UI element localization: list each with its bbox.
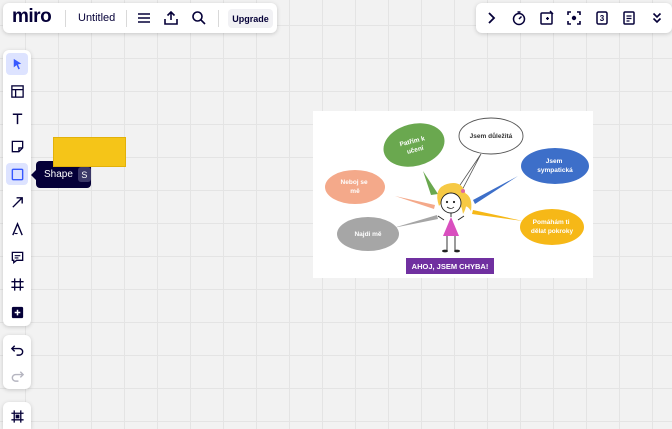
- collapse-button[interactable]: [646, 7, 668, 29]
- cursor-arrow-icon: [13, 58, 21, 69]
- gray-bubble-text: Najdi mě: [354, 231, 381, 238]
- shortcut-key: S: [77, 167, 91, 182]
- sticky-note-tool[interactable]: [6, 135, 28, 157]
- top-left-toolbar: miro Untitled Upgrade: [3, 3, 277, 33]
- blue-bubble: [521, 148, 589, 184]
- menu-button[interactable]: [133, 7, 155, 29]
- export-button[interactable]: [160, 7, 182, 29]
- frame-hash-icon: [10, 277, 24, 291]
- reactions-button[interactable]: [536, 7, 558, 29]
- layout-template-icon: [10, 84, 24, 98]
- sticky-note-icon: [11, 140, 23, 152]
- notes-button[interactable]: [618, 7, 640, 29]
- tooltip-arrow: [31, 170, 36, 180]
- salmon-bubble-text: Neboj se mě: [341, 179, 370, 195]
- board-title[interactable]: Untitled: [78, 12, 116, 24]
- salmon-bubble: [325, 170, 385, 204]
- gray-bubble: [337, 217, 399, 251]
- history-toolbar: [3, 335, 31, 389]
- frames-button[interactable]: [6, 405, 28, 427]
- plus-square-icon: [11, 306, 23, 318]
- sticky-add-icon: [540, 10, 554, 25]
- hamburger-icon: [138, 13, 150, 23]
- yellow-bubble-tail: [472, 210, 523, 221]
- divider: [126, 10, 127, 27]
- green-bubble: [383, 123, 445, 167]
- girl-character: [437, 183, 472, 253]
- pen-tool[interactable]: [6, 218, 28, 240]
- document-icon: [623, 11, 635, 25]
- focus-frame-icon: [567, 11, 581, 25]
- search-icon: [192, 11, 206, 25]
- chevron-right-icon: [488, 12, 496, 24]
- comment-icon: [11, 251, 23, 264]
- upload-icon: [164, 10, 178, 25]
- select-tool[interactable]: [6, 53, 28, 75]
- redo-icon: [11, 370, 24, 382]
- blue-bubble-text: Jsem sympatická: [537, 158, 573, 174]
- miro-logo[interactable]: miro: [12, 6, 52, 27]
- timer-icon: [512, 11, 526, 26]
- title-banner: [406, 258, 494, 274]
- tooltip-label: Shape: [44, 169, 73, 180]
- more-apps-tool[interactable]: [6, 301, 28, 323]
- square-shape-icon: [11, 168, 23, 180]
- redo-button[interactable]: [6, 364, 28, 386]
- divider: [65, 10, 66, 27]
- yellow-rectangle-shape[interactable]: [53, 137, 126, 167]
- comment-tool[interactable]: [6, 246, 28, 268]
- notifications-button[interactable]: 3: [591, 7, 613, 29]
- poster-illustration: Patřím k učení Jsem důležitá Jsem sympat…: [325, 117, 589, 274]
- shape-tool[interactable]: [6, 163, 28, 185]
- notification-count: 3: [599, 13, 605, 23]
- count-badge-icon: [596, 11, 608, 25]
- arrow-line-icon: [11, 196, 23, 208]
- top-right-toolbar: 3: [476, 3, 672, 33]
- poster-image[interactable]: Patřím k učení Jsem důležitá Jsem sympat…: [313, 111, 593, 278]
- undo-button[interactable]: [6, 338, 28, 360]
- connection-line-tool[interactable]: [6, 191, 28, 213]
- undo-icon: [10, 344, 23, 356]
- white-bubble-text: Jsem důležitá: [470, 132, 513, 140]
- focus-button[interactable]: [563, 7, 585, 29]
- gray-bubble-tail: [393, 215, 438, 228]
- chevron-double-down-icon: [652, 12, 662, 24]
- frame-tool[interactable]: [6, 273, 28, 295]
- salmon-bubble-tail: [395, 196, 435, 209]
- pen-icon: [11, 221, 23, 235]
- templates-tool[interactable]: [6, 80, 28, 102]
- yellow-bubble-text: Pomáhám ti dělat pokroky: [531, 219, 574, 235]
- white-bubble: [458, 117, 524, 155]
- search-button[interactable]: [188, 7, 210, 29]
- divider: [218, 10, 219, 27]
- timer-button[interactable]: [508, 7, 530, 29]
- text-tool[interactable]: [6, 107, 28, 129]
- blue-bubble-tail: [473, 176, 518, 204]
- frames-icon: [10, 409, 24, 423]
- frames-panel-toggle: [3, 402, 31, 429]
- expand-toolbar-button[interactable]: [480, 7, 502, 29]
- creation-toolbar: [3, 50, 31, 326]
- text-t-icon: [12, 113, 22, 124]
- green-bubble-tail: [423, 171, 438, 195]
- yellow-bubble: [520, 209, 584, 245]
- upgrade-button[interactable]: Upgrade: [228, 9, 273, 28]
- title-banner-text: AHOJ, JSEM CHYBA!: [412, 262, 489, 271]
